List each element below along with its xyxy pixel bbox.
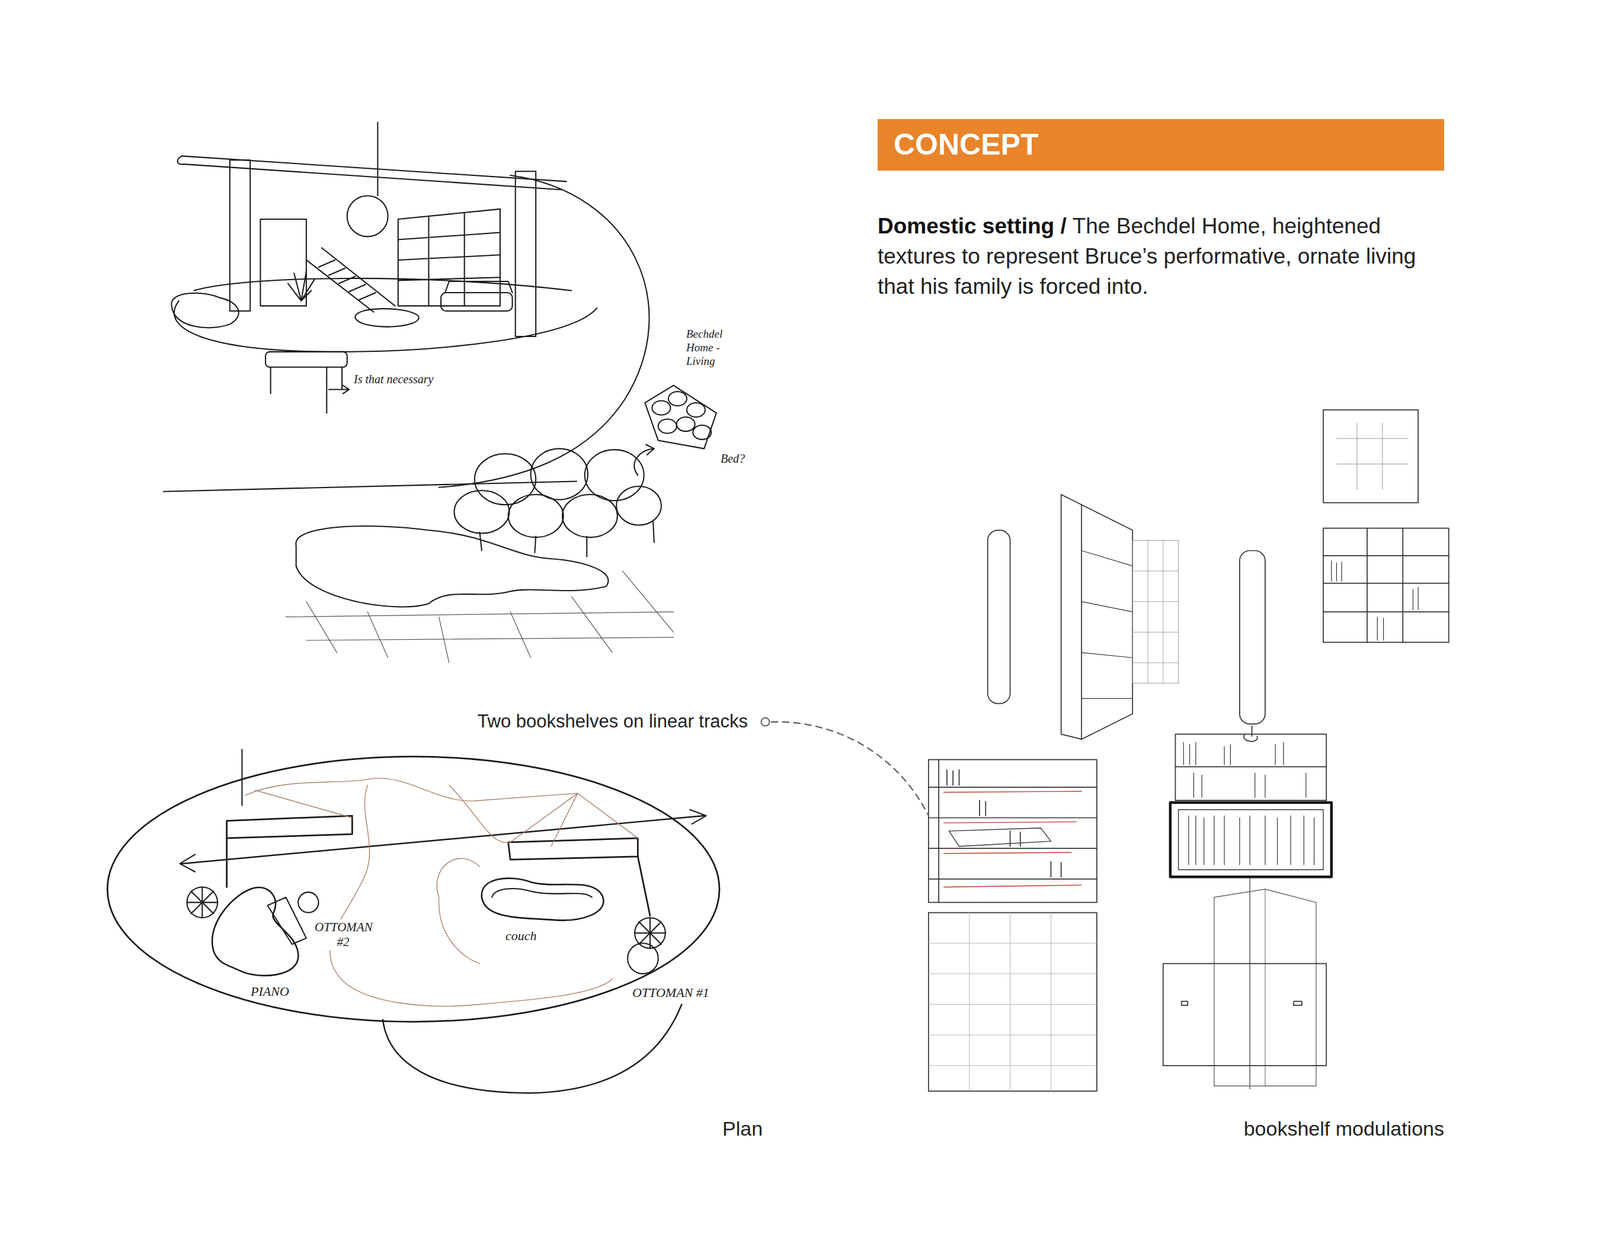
lead-heading: Domestic setting / <box>877 213 1067 239</box>
figure-caption: Plan <box>722 1117 763 1141</box>
sketch-note: Bechdel Home - Living <box>684 326 750 369</box>
plan-label: couch <box>503 928 539 945</box>
sketch-note: Is that necessary <box>352 372 435 387</box>
plan-label: PIANO <box>248 983 291 1001</box>
sketch-note: Bed? <box>718 451 747 467</box>
callout-label: Two bookshelves on linear tracks <box>477 711 748 733</box>
plan-label: OTTOMAN #2 <box>312 919 374 951</box>
plan-label: OTTOMAN #1 <box>630 984 712 1002</box>
concept-paragraph: Domestic setting /The Bechdel Home, heig… <box>877 210 1447 302</box>
page-title: CONCEPT <box>877 119 1445 171</box>
title-band: CONCEPT <box>877 119 1445 171</box>
figure-caption: bookshelf modulations <box>1243 1117 1445 1141</box>
